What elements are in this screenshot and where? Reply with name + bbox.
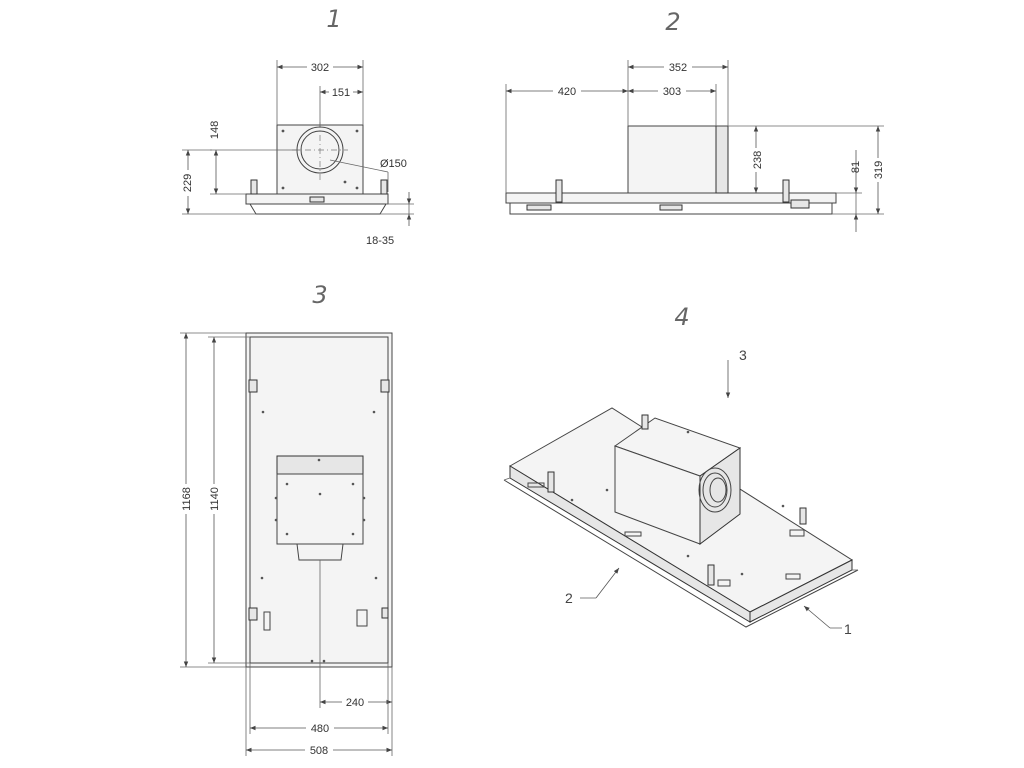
v4-bracket-right	[799, 507, 807, 525]
v4-bracket-left	[547, 471, 555, 493]
v3-inner-frame	[249, 336, 389, 664]
v1-bracket-left	[250, 179, 258, 195]
v3-control-box	[356, 609, 368, 627]
v4-outlet-inner	[702, 472, 728, 508]
v4-slot-left	[527, 482, 545, 488]
v2-motor-box	[627, 125, 717, 194]
v4-bracket-back	[641, 414, 649, 430]
v4-outlet-outer	[698, 467, 732, 513]
v4-clip-front	[717, 579, 731, 587]
callout-1: 1	[844, 621, 852, 637]
v4-control-box	[789, 529, 805, 537]
v4-outlet-core	[709, 477, 727, 503]
dim-319: 319	[873, 161, 885, 179]
callout-2: 2	[565, 590, 573, 606]
v4-bracket-front	[707, 564, 715, 586]
v2-slot-left	[526, 204, 552, 211]
dim-420: 420	[558, 86, 576, 98]
view-2-label: 2	[665, 8, 680, 36]
v3-bracket-tr	[380, 379, 390, 393]
dim-148: 148	[209, 121, 221, 139]
v2-outlet-spigot	[715, 125, 729, 194]
v2-slot-right	[790, 199, 810, 209]
dim-240: 240	[346, 697, 364, 709]
callout-3: 3	[739, 347, 747, 363]
dim-229: 229	[182, 174, 194, 192]
dim-302: 302	[311, 62, 329, 74]
v3-bracket-bl	[248, 607, 258, 621]
dim-1168: 1168	[181, 487, 193, 511]
view-3-top: 3 1168 1140	[179, 281, 393, 757]
view-3-label: 3	[312, 281, 327, 309]
v1-plate-lip	[249, 203, 387, 215]
dim-diameter-150: Ø150	[380, 158, 407, 170]
view-4-label: 4	[674, 303, 689, 331]
dim-238: 238	[752, 151, 764, 169]
view-1-front: 1 302 151 148	[180, 5, 414, 247]
dim-352: 352	[669, 62, 687, 74]
view-1-label: 1	[326, 5, 341, 33]
v4-box-side	[699, 447, 741, 545]
v3-motor-top	[276, 455, 364, 475]
v2-plate-lip	[509, 202, 833, 215]
dim-303: 303	[663, 86, 681, 98]
view-2-side: 2 352 420 303 238	[505, 8, 885, 232]
v1-plate-slot	[309, 196, 325, 203]
view-4-isometric: 4 3 2	[503, 303, 859, 637]
v4-slot-right	[785, 573, 801, 580]
v4-plate-lip	[503, 479, 859, 628]
dim-508: 508	[310, 745, 328, 757]
v2-slot-center	[659, 204, 683, 211]
dim-81: 81	[850, 161, 862, 173]
v2-bracket-right	[782, 179, 790, 203]
dim-480: 480	[311, 723, 329, 735]
v1-bracket-right	[380, 179, 388, 195]
v4-slot-center	[624, 531, 642, 537]
v1-motor-box	[276, 124, 364, 195]
dim-1140: 1140	[209, 487, 221, 511]
v2-bracket-left	[555, 179, 563, 203]
v3-motor-box	[276, 473, 364, 545]
dim-151: 151	[332, 87, 350, 99]
v3-bracket-tl	[248, 379, 258, 393]
dim-18-35: 18-35	[366, 235, 394, 247]
v3-clip-bl	[263, 611, 271, 631]
v3-bracket-br	[381, 607, 389, 619]
